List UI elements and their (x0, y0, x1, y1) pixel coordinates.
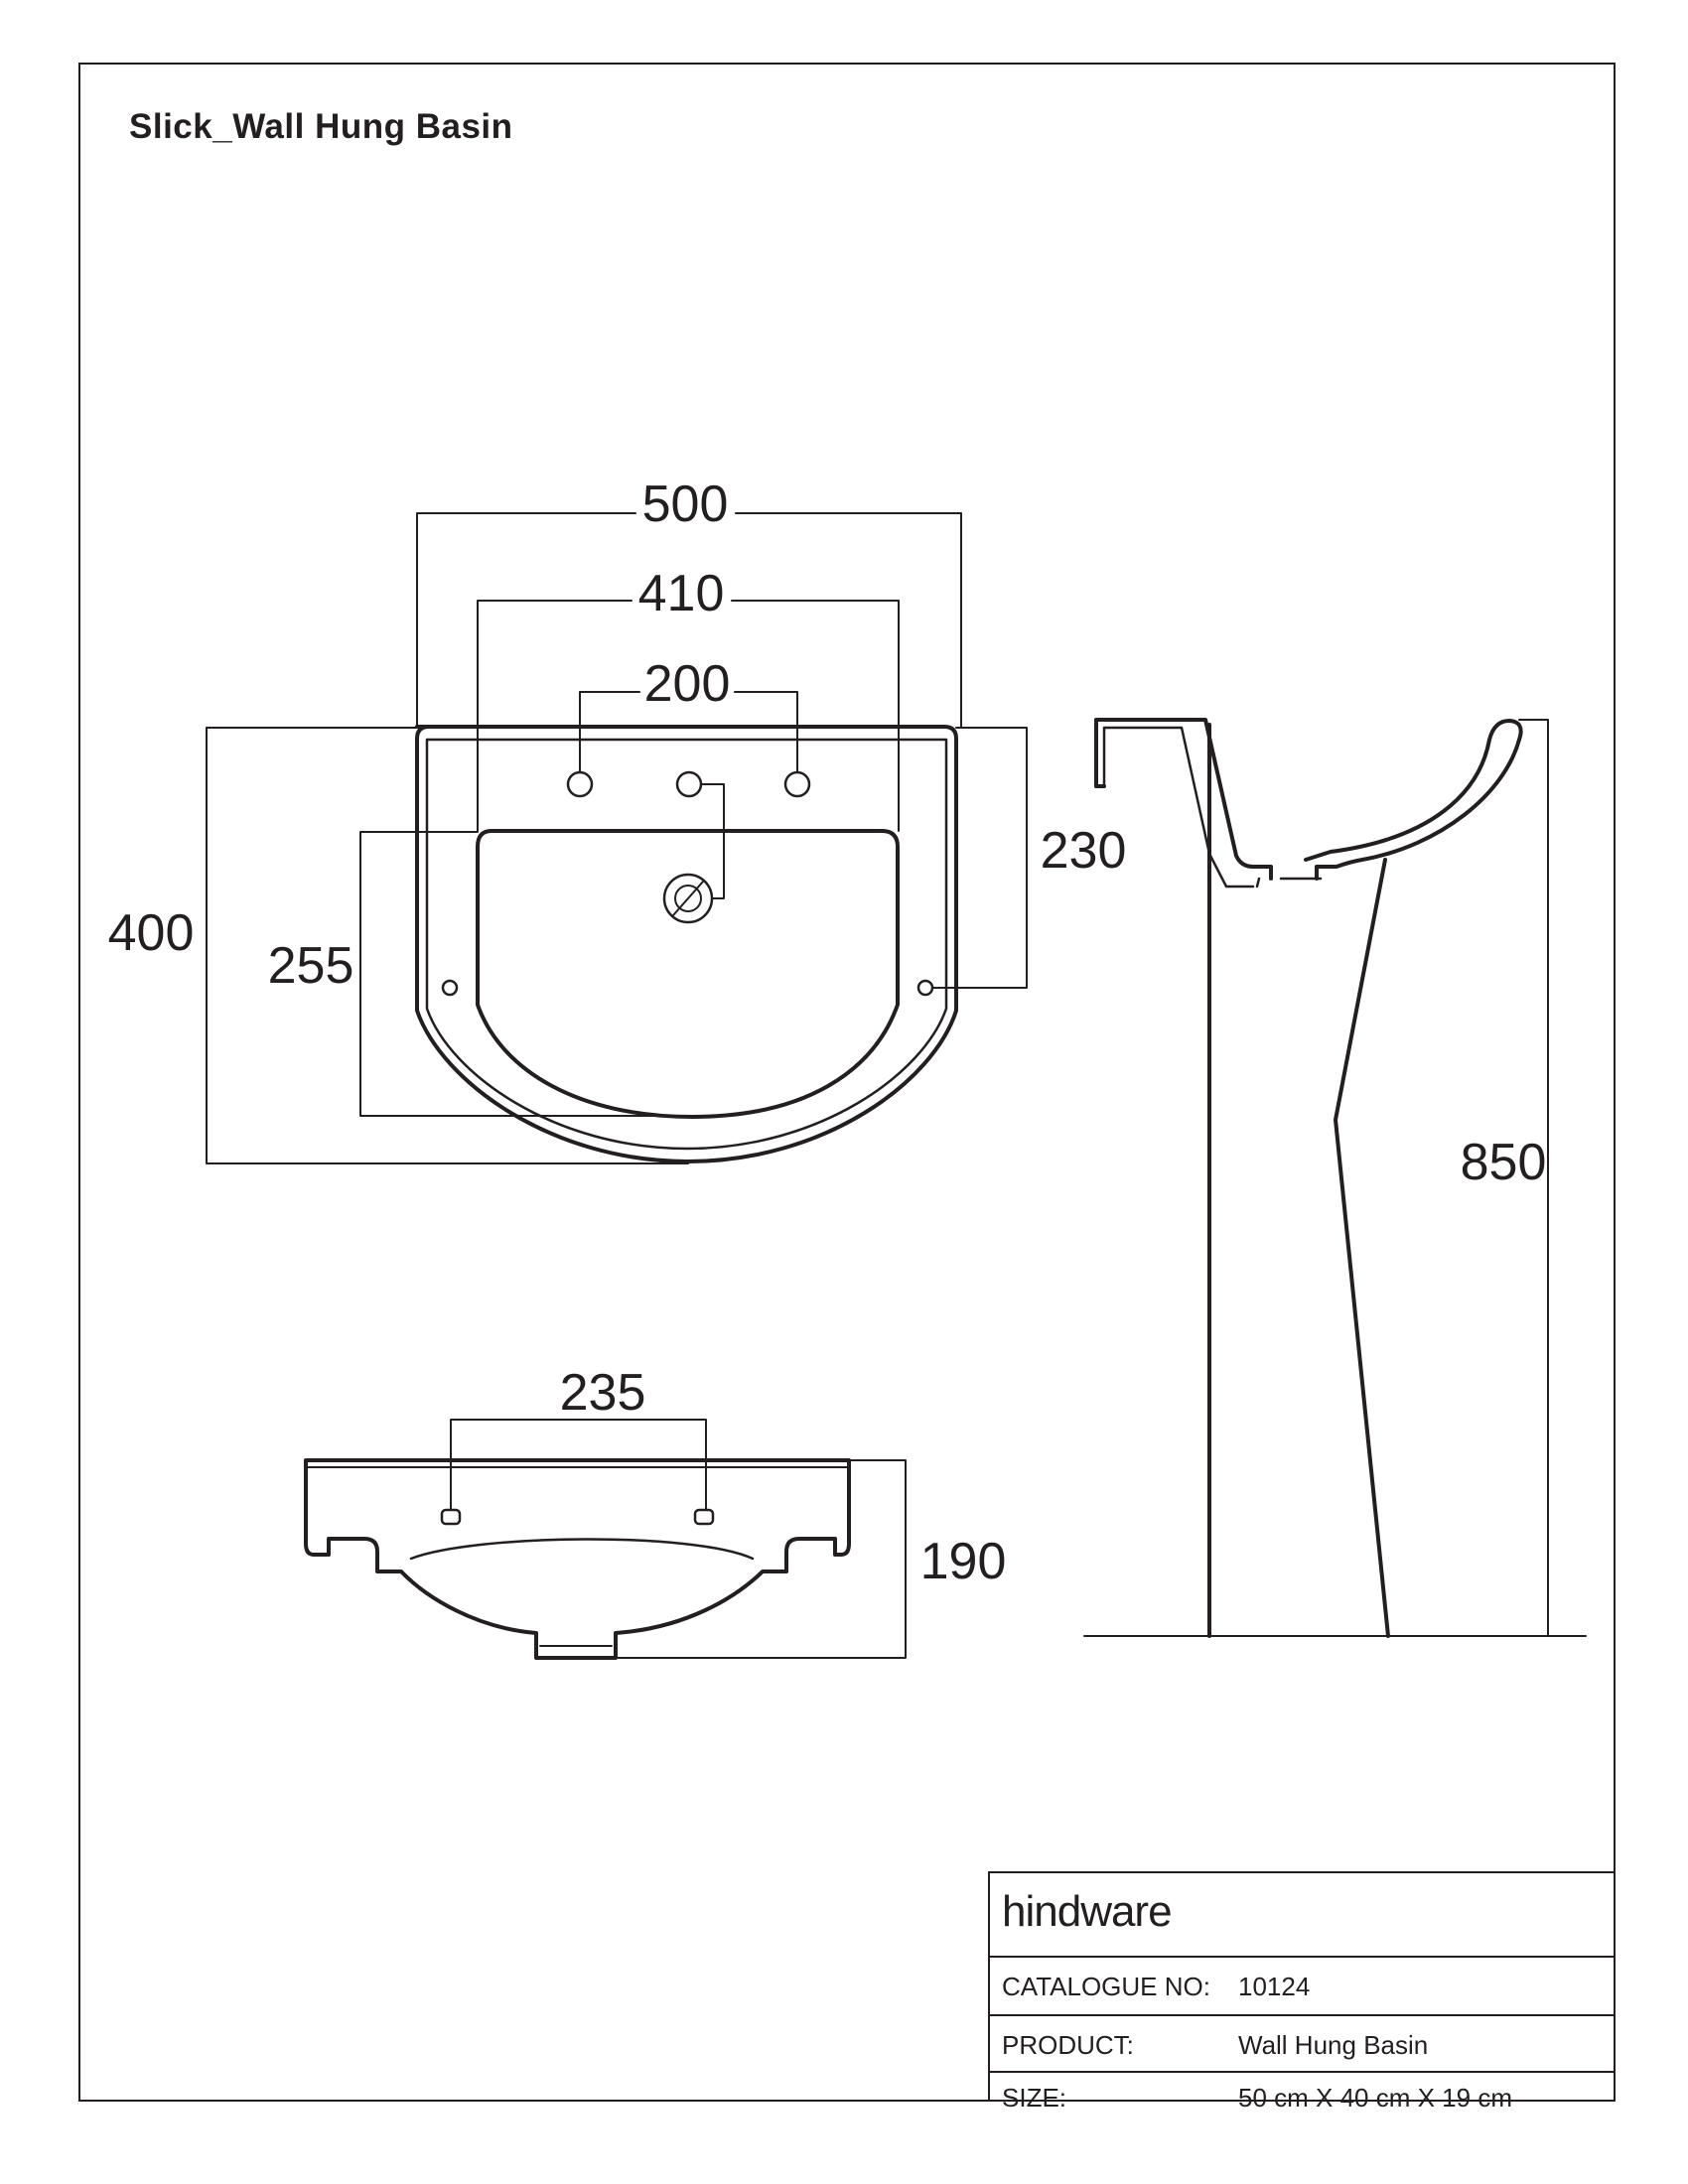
drawing-sheet-border (78, 63, 1616, 2102)
dim-fixing-spacing: 235 (560, 1364, 646, 1422)
top-view-dimension-lines (206, 512, 1028, 1164)
dim-basin-height: 190 (920, 1533, 1007, 1590)
basin-side-profile (1094, 718, 1523, 881)
dim-fixing-height: 230 (1041, 822, 1127, 880)
fixing-slot-left-icon (440, 1508, 462, 1526)
size-label: SIZE: (1002, 2083, 1067, 2113)
dim-depth: 400 (108, 904, 195, 962)
pedestal-side-view (1083, 718, 1587, 1638)
title-block-row: CATALOGUE NO: 10124 (990, 1956, 1614, 2014)
basin-inner-rim (425, 738, 948, 1151)
title-block: hindware CATALOGUE NO: 10124 PRODUCT: Wa… (988, 1871, 1616, 2113)
fixing-hole-left-icon (441, 979, 459, 997)
product-value: Wall Hung Basin (1238, 2030, 1429, 2060)
basin-outer-rim (415, 725, 958, 1163)
front-view-dimension-lines (450, 1419, 907, 1659)
dim-top-width: 500 (642, 476, 729, 533)
drawing-title: Slick_Wall Hung Basin (129, 107, 513, 146)
basin-front-bowl-rim (409, 1538, 755, 1561)
side-view-dimension-lines (1518, 719, 1549, 1637)
title-block-row: PRODUCT: Wall Hung Basin (990, 2014, 1614, 2071)
title-block-row: SIZE: 50 cm X 40 cm X 19 cm (990, 2071, 1614, 2113)
product-label: PRODUCT: (1002, 2030, 1134, 2060)
basin-front-outline (304, 1458, 851, 1660)
basin-front-view (304, 1458, 851, 1660)
catalogue-label: CATALOGUE NO: (1002, 1972, 1210, 2001)
dimension-labels: 500 410 200 400 255 230 850 235 190 (108, 476, 1547, 1590)
fixing-slot-right-icon (693, 1508, 715, 1526)
dim-tap-spacing: 200 (644, 655, 731, 713)
brand-logo: hindware (1002, 1887, 1173, 1936)
dim-bowl-depth: 255 (268, 937, 354, 995)
basin-top-view (415, 725, 958, 1163)
dim-total-height: 850 (1461, 1134, 1547, 1191)
tap-hole-right-icon (783, 770, 811, 798)
basin-bowl (476, 829, 900, 1119)
catalogue-value: 10124 (1238, 1972, 1311, 2001)
drain-slash-icon (672, 881, 704, 916)
basin-side-inner (1102, 726, 1323, 888)
pedestal-profile (1334, 858, 1390, 1638)
dim-bowl-width: 410 (638, 565, 725, 622)
drain-inner-icon (674, 885, 702, 912)
size-value: 50 cm X 40 cm X 19 cm (1238, 2083, 1512, 2113)
tap-hole-left-icon (566, 770, 594, 798)
tap-hole-center-icon (675, 770, 703, 798)
fixing-hole-right-icon (916, 979, 934, 997)
